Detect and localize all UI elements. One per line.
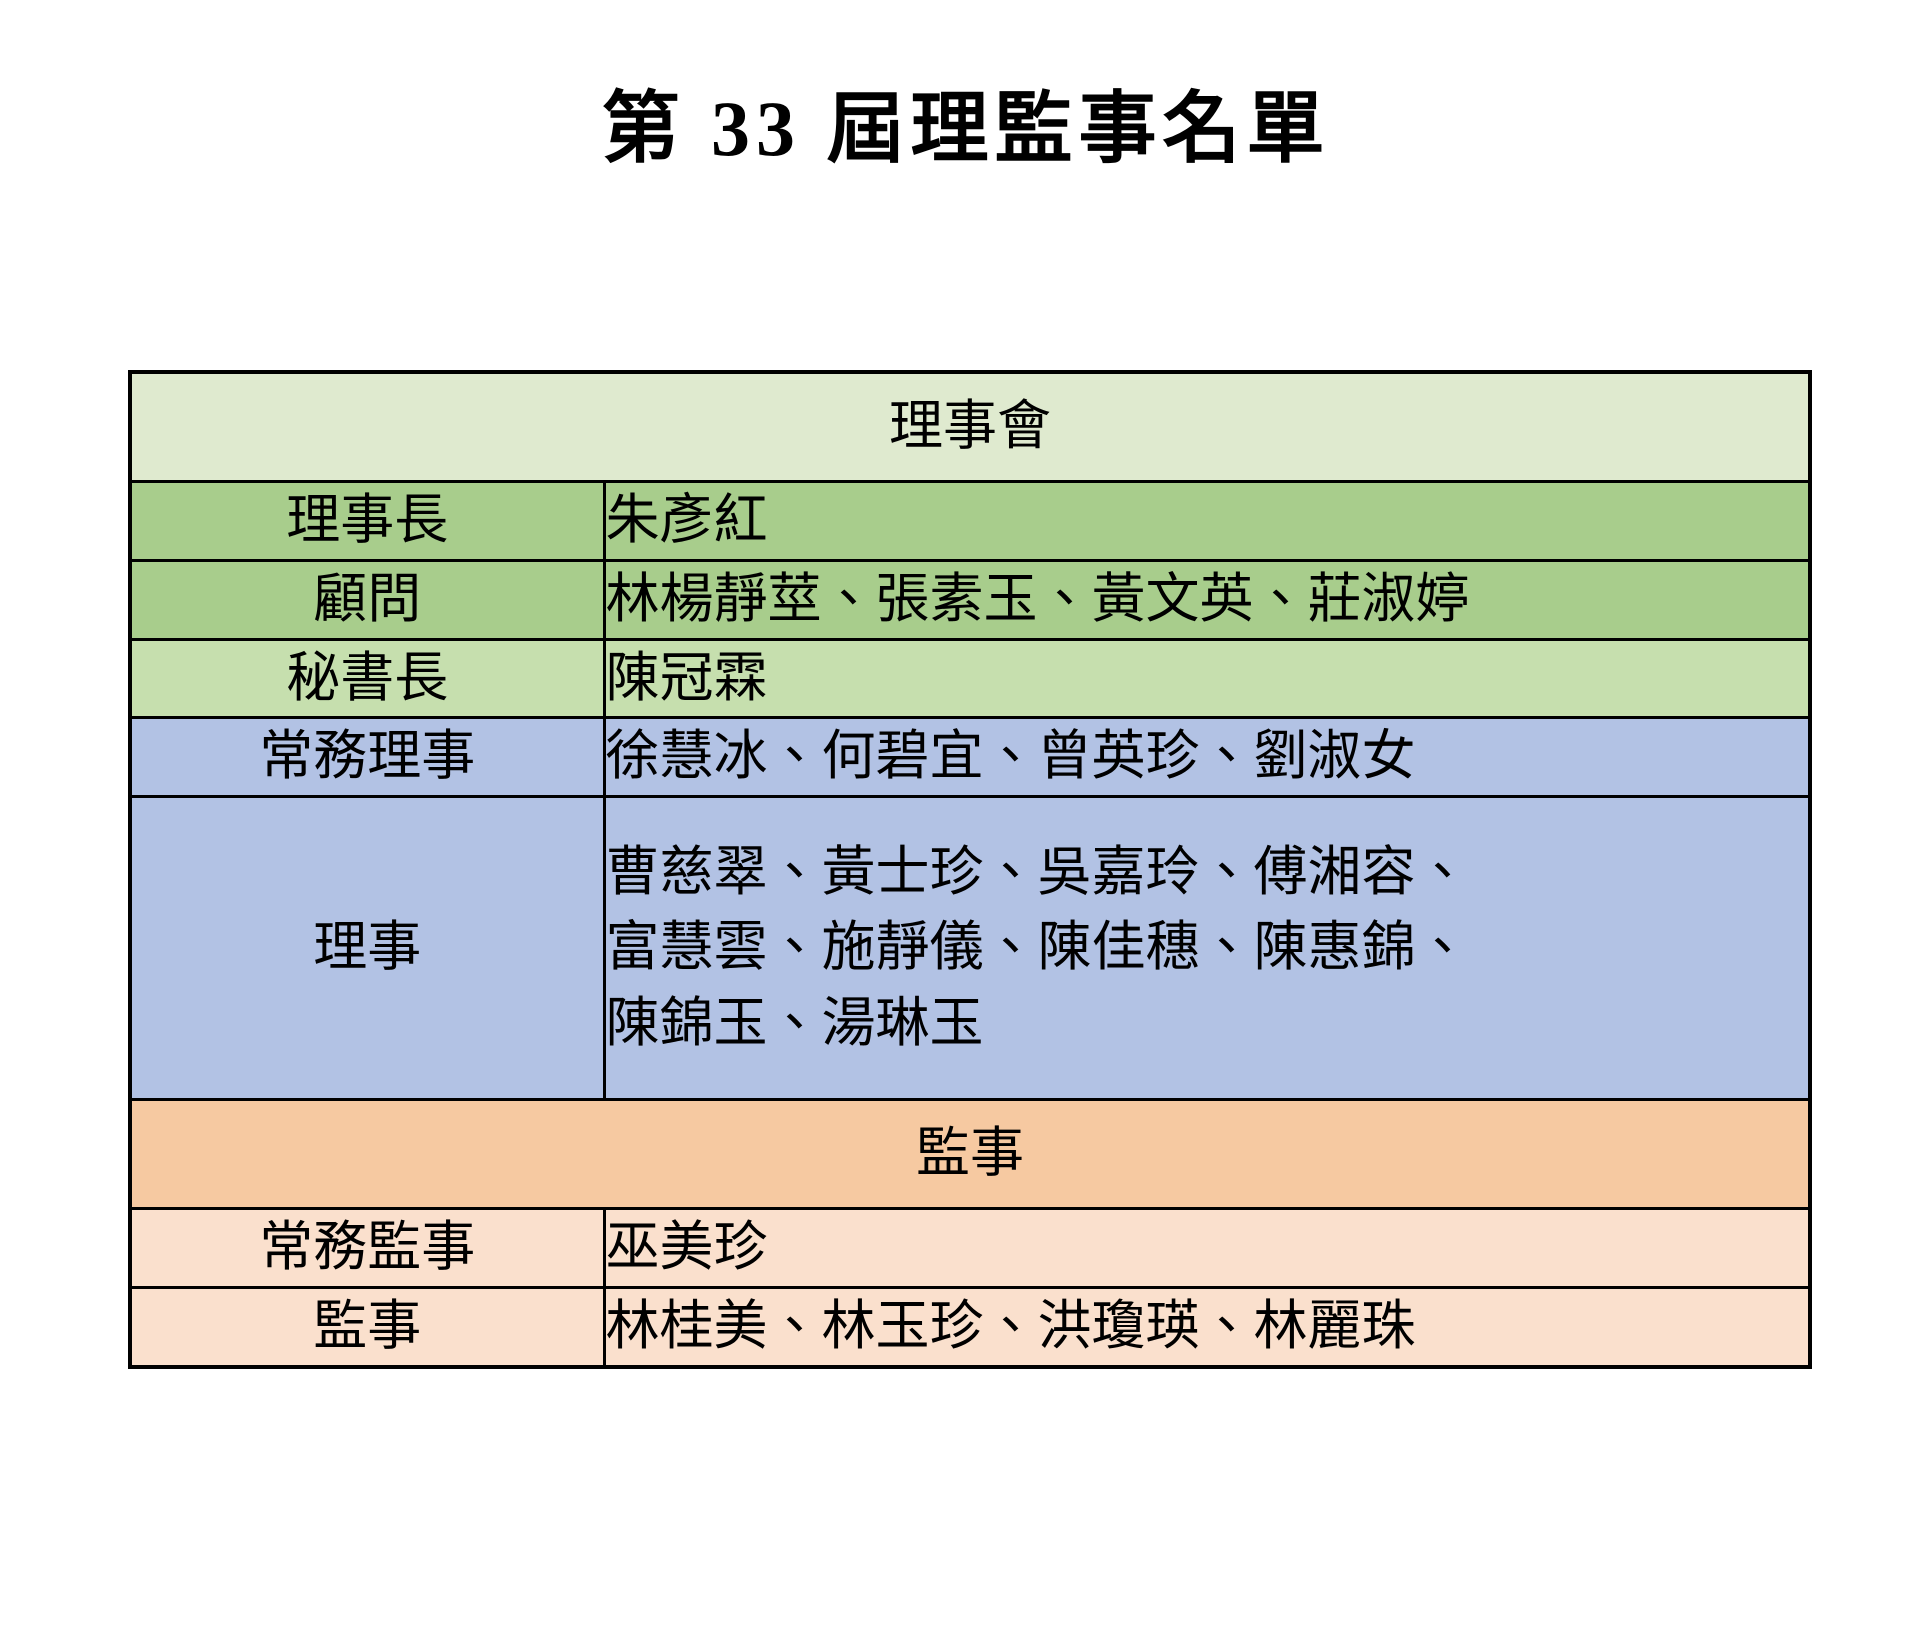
- role-label-advisors: 顧問: [128, 558, 606, 641]
- names-cell-supervisors: 林桂美、林玉珍、洪瓊瑛、林麗珠: [602, 1285, 1812, 1369]
- role-label-supervisors: 監事: [128, 1285, 606, 1369]
- name-line: 陳錦玉、湯琳玉: [605, 992, 984, 1053]
- role-label-secretary-general: 秘書長: [128, 637, 606, 720]
- table-row: 理事會: [128, 370, 1812, 484]
- document-page: 第 33 屆理監事名單 理事會 理事長 朱彥紅: [0, 52, 1932, 1644]
- names-cell-secretary-general: 陳冠霖: [602, 637, 1812, 720]
- table-row: 監事 林桂美、林玉珍、洪瓊瑛、林麗珠: [128, 1285, 1812, 1369]
- section-header-supervisors: 監事: [128, 1098, 1812, 1211]
- names-cell-managing-directors: 徐慧冰、何碧宜、曾英珍、劉淑女: [602, 716, 1812, 799]
- name-line: 陳冠霖: [605, 647, 768, 708]
- names-cell-managing-supervisor: 巫美珍: [602, 1207, 1812, 1289]
- page-title: 第 33 屆理監事名單: [601, 85, 1331, 173]
- table-row: 常務理事 徐慧冰、何碧宜、曾英珍、劉淑女: [128, 716, 1812, 799]
- name-line: 富慧雲、施靜儀、陳佳穗、陳惠錦、: [605, 917, 1470, 978]
- names-cell-chairperson: 朱彥紅: [602, 480, 1812, 562]
- name-line: 林桂美、林玉珍、洪瓊瑛、林麗珠: [605, 1295, 1416, 1356]
- names-cell-directors: 曹慈翠、黃士珍、吳嘉玲、傅湘容、 富慧雲、施靜儀、陳佳穗、陳惠錦、 陳錦玉、湯琳…: [602, 795, 1812, 1102]
- names-cell-advisors: 林楊靜莖、張素玉、黃文英、莊淑婷: [602, 558, 1812, 641]
- name-line: 巫美珍: [605, 1217, 768, 1278]
- table-row: 常務監事 巫美珍: [128, 1207, 1812, 1289]
- name-line: 曹慈翠、黃士珍、吳嘉玲、傅湘容、: [605, 841, 1470, 902]
- table-row: 顧問 林楊靜莖、張素玉、黃文英、莊淑婷: [128, 558, 1812, 641]
- role-label-directors: 理事: [128, 795, 606, 1102]
- table-row: 監事: [128, 1098, 1812, 1211]
- table-row: 秘書長 陳冠霖: [128, 637, 1812, 720]
- roster-table-container: 理事會 理事長 朱彥紅 顧問 林楊靜莖、張素玉、黃文英、莊淑婷: [128, 370, 1812, 1369]
- section-header-board: 理事會: [128, 370, 1812, 484]
- roster-table: 理事會 理事長 朱彥紅 顧問 林楊靜莖、張素玉、黃文英、莊淑婷: [128, 370, 1812, 1369]
- roster-table-body: 理事會 理事長 朱彥紅 顧問 林楊靜莖、張素玉、黃文英、莊淑婷: [128, 370, 1812, 1369]
- role-label-managing-supervisor: 常務監事: [128, 1207, 606, 1289]
- role-label-managing-directors: 常務理事: [128, 716, 606, 799]
- name-line: 林楊靜莖、張素玉、黃文英、莊淑婷: [605, 568, 1470, 629]
- name-line: 朱彥紅: [605, 490, 768, 551]
- role-label-chairperson: 理事長: [128, 480, 606, 562]
- name-line: 徐慧冰、何碧宜、曾英珍、劉淑女: [605, 726, 1416, 787]
- table-row: 理事 曹慈翠、黃士珍、吳嘉玲、傅湘容、 富慧雲、施靜儀、陳佳穗、陳惠錦、 陳錦玉…: [128, 795, 1812, 1102]
- table-row: 理事長 朱彥紅: [128, 480, 1812, 562]
